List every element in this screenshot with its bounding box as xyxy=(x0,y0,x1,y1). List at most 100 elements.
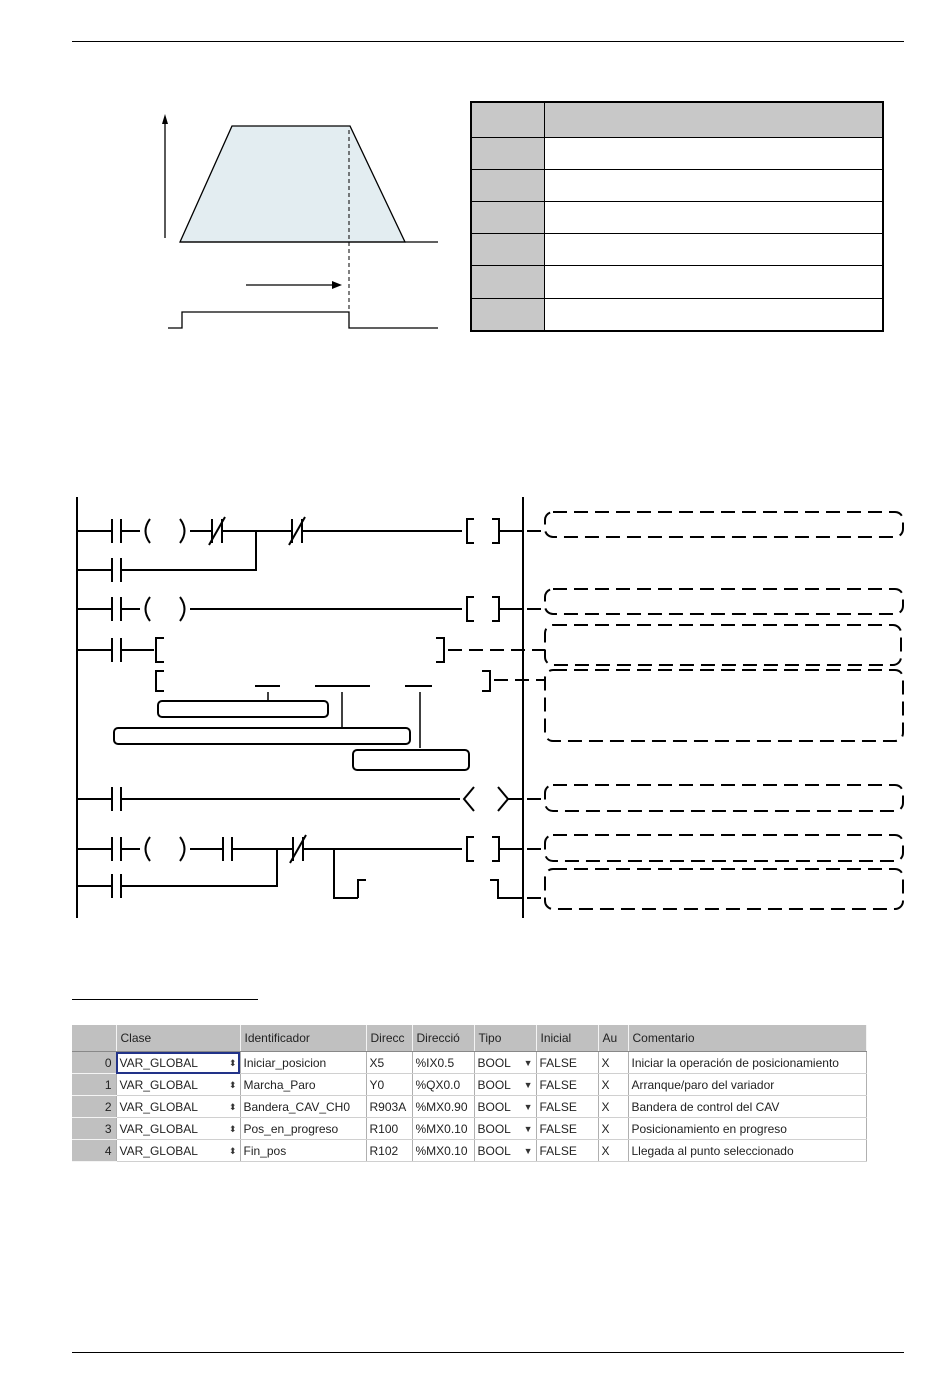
rung-5 xyxy=(77,834,523,899)
ladder-diagram xyxy=(76,497,904,918)
trapezoid-profile xyxy=(178,125,407,243)
tipo-value: BOOL xyxy=(477,1099,511,1114)
row-index[interactable]: 2 xyxy=(72,1095,117,1118)
cell-comentario[interactable]: Bandera de control del CAV xyxy=(628,1095,867,1118)
table-row[interactable]: 4 VAR_GLOBAL ⬍ Fin_pos R102 %MX0.10 BOOL ▼… xyxy=(72,1139,867,1162)
tipo-value: BOOL xyxy=(477,1055,511,1070)
cell-identificador[interactable]: Bandera_CAV_CH0 xyxy=(240,1095,367,1118)
cell-au[interactable]: X xyxy=(598,1095,629,1118)
rung-3 xyxy=(77,637,491,771)
cell-tipo[interactable]: BOOL ▼ xyxy=(474,1051,537,1074)
cell-inicial[interactable]: FALSE xyxy=(536,1073,599,1096)
col-header-direccion-iec[interactable]: Direcció xyxy=(412,1025,475,1052)
cell-direccion[interactable]: Y0 xyxy=(366,1073,413,1096)
col-header-clase[interactable]: Clase xyxy=(116,1025,241,1052)
table-row[interactable]: 3 VAR_GLOBAL ⬍ Pos_en_progreso R100 %MX0.… xyxy=(72,1117,867,1140)
table-row[interactable]: 1 VAR_GLOBAL⬍ Marcha_Paro Y0 %QX0.0 BOOL… xyxy=(72,1073,867,1096)
cell-au[interactable]: X xyxy=(598,1073,629,1096)
comment-box-2 xyxy=(544,588,904,615)
cell-direccion-iec[interactable]: %QX0.0 xyxy=(412,1073,475,1096)
cell-comentario[interactable]: Arranque/paro del variador xyxy=(628,1073,867,1096)
cell-comentario[interactable]: Posicionamiento en progreso xyxy=(628,1117,867,1140)
col-header-tipo[interactable]: Tipo xyxy=(474,1025,537,1052)
col-header-comentario[interactable]: Comentario xyxy=(628,1025,867,1052)
col-header-au[interactable]: Au xyxy=(598,1025,629,1052)
legend-row xyxy=(470,200,884,235)
cell-direccion[interactable]: R903A xyxy=(366,1095,413,1118)
spinner-icon[interactable]: ⬍ xyxy=(228,1101,237,1112)
cell-au[interactable]: X xyxy=(598,1139,629,1162)
cell-au[interactable]: X xyxy=(598,1117,629,1140)
legend-header-row xyxy=(470,101,884,138)
dropdown-arrow-icon[interactable]: ▼ xyxy=(523,1101,533,1112)
clase-value: VAR_GLOBAL xyxy=(119,1143,198,1158)
operand-box-2 xyxy=(113,727,411,745)
cell-identificador[interactable]: Marcha_Paro xyxy=(240,1073,367,1096)
legend-row xyxy=(470,297,884,332)
cell-tipo[interactable]: BOOL ▼ xyxy=(474,1117,537,1140)
cell-direccion[interactable]: R100 xyxy=(366,1117,413,1140)
comment-box-5 xyxy=(544,784,904,812)
table-row[interactable]: 0 VAR_GLOBAL⬍ Iniciar_posicion X5 %IX0.5… xyxy=(72,1051,867,1074)
spinner-icon[interactable]: ⬍ xyxy=(228,1079,237,1090)
cell-comentario[interactable]: Llegada al punto seleccionado xyxy=(628,1139,867,1162)
cell-clase[interactable]: VAR_GLOBAL⬍ xyxy=(116,1051,241,1074)
speed-profile-diagram xyxy=(162,114,438,329)
spinner-icon[interactable]: ⬍ xyxy=(228,1145,237,1156)
dropdown-arrow-icon[interactable]: ▼ xyxy=(523,1123,533,1134)
clase-value: VAR_GLOBAL xyxy=(119,1099,198,1114)
cell-comentario[interactable]: Iniciar la operación de posicionamiento xyxy=(628,1051,867,1074)
row-index[interactable]: 4 xyxy=(72,1139,117,1162)
cell-inicial[interactable]: FALSE xyxy=(536,1139,599,1162)
cell-direccion-iec[interactable]: %MX0.10 xyxy=(412,1139,475,1162)
table-row[interactable]: 2 VAR_GLOBAL ⬍ Bandera_CAV_CH0 R903A %MX0… xyxy=(72,1095,867,1118)
cell-direccion-iec[interactable]: %IX0.5 xyxy=(412,1051,475,1074)
dropdown-arrow-icon[interactable]: ▼ xyxy=(523,1145,533,1156)
cell-identificador[interactable]: Pos_en_progreso xyxy=(240,1117,367,1140)
col-header-index[interactable] xyxy=(72,1025,117,1052)
row-index[interactable]: 0 xyxy=(72,1051,117,1074)
legend-row xyxy=(470,265,884,299)
cell-clase[interactable]: VAR_GLOBAL ⬍ xyxy=(116,1139,241,1162)
cell-inicial[interactable]: FALSE xyxy=(536,1095,599,1118)
cell-au[interactable]: X xyxy=(598,1051,629,1074)
cell-clase[interactable]: VAR_GLOBAL ⬍ xyxy=(116,1117,241,1140)
signal-arrow-head xyxy=(332,281,342,289)
cell-inicial[interactable]: FALSE xyxy=(536,1117,599,1140)
cell-direccion[interactable]: R102 xyxy=(366,1139,413,1162)
legend-row xyxy=(470,168,884,202)
cell-direccion-iec[interactable]: %MX0.90 xyxy=(412,1095,475,1118)
dropdown-arrow-icon[interactable]: ▼ xyxy=(523,1079,533,1090)
spinner-icon[interactable]: ⬍ xyxy=(228,1057,237,1068)
cell-clase[interactable]: VAR_GLOBAL ⬍ xyxy=(116,1095,241,1118)
comment-box-3 xyxy=(544,624,902,666)
cell-direccion[interactable]: X5 xyxy=(366,1051,413,1074)
footer-rule xyxy=(72,1352,904,1353)
cell-identificador[interactable]: Iniciar_posicion xyxy=(240,1051,367,1074)
cell-tipo[interactable]: BOOL ▼ xyxy=(474,1139,537,1162)
cell-clase[interactable]: VAR_GLOBAL⬍ xyxy=(116,1073,241,1096)
cell-direccion-iec[interactable]: %MX0.10 xyxy=(412,1117,475,1140)
legend-row xyxy=(470,136,884,170)
comment-box-7 xyxy=(544,868,904,910)
rung-2 xyxy=(77,596,523,622)
variable-table: Clase Identificador Direcc Direcció Tipo… xyxy=(72,1025,867,1165)
tipo-value: BOOL xyxy=(477,1121,511,1136)
cell-inicial[interactable]: FALSE xyxy=(536,1051,599,1074)
col-header-identificador[interactable]: Identificador xyxy=(240,1025,367,1052)
cell-tipo[interactable]: BOOL▼ xyxy=(474,1073,537,1096)
col-header-direccion[interactable]: Direcc xyxy=(366,1025,413,1052)
cell-identificador[interactable]: Fin_pos xyxy=(240,1139,367,1162)
cell-tipo[interactable]: BOOL ▼ xyxy=(474,1095,537,1118)
legend-table xyxy=(470,101,884,332)
dropdown-arrow-icon[interactable]: ▼ xyxy=(523,1057,533,1068)
comment-box-4 xyxy=(544,669,904,742)
row-index[interactable]: 1 xyxy=(72,1073,117,1096)
section-heading-underline xyxy=(72,999,258,1000)
tipo-value: BOOL xyxy=(477,1143,511,1158)
header-rule xyxy=(72,41,904,42)
spinner-icon[interactable]: ⬍ xyxy=(228,1123,237,1134)
clase-value: VAR_GLOBAL xyxy=(119,1121,198,1136)
col-header-inicial[interactable]: Inicial xyxy=(536,1025,599,1052)
row-index[interactable]: 3 xyxy=(72,1117,117,1140)
